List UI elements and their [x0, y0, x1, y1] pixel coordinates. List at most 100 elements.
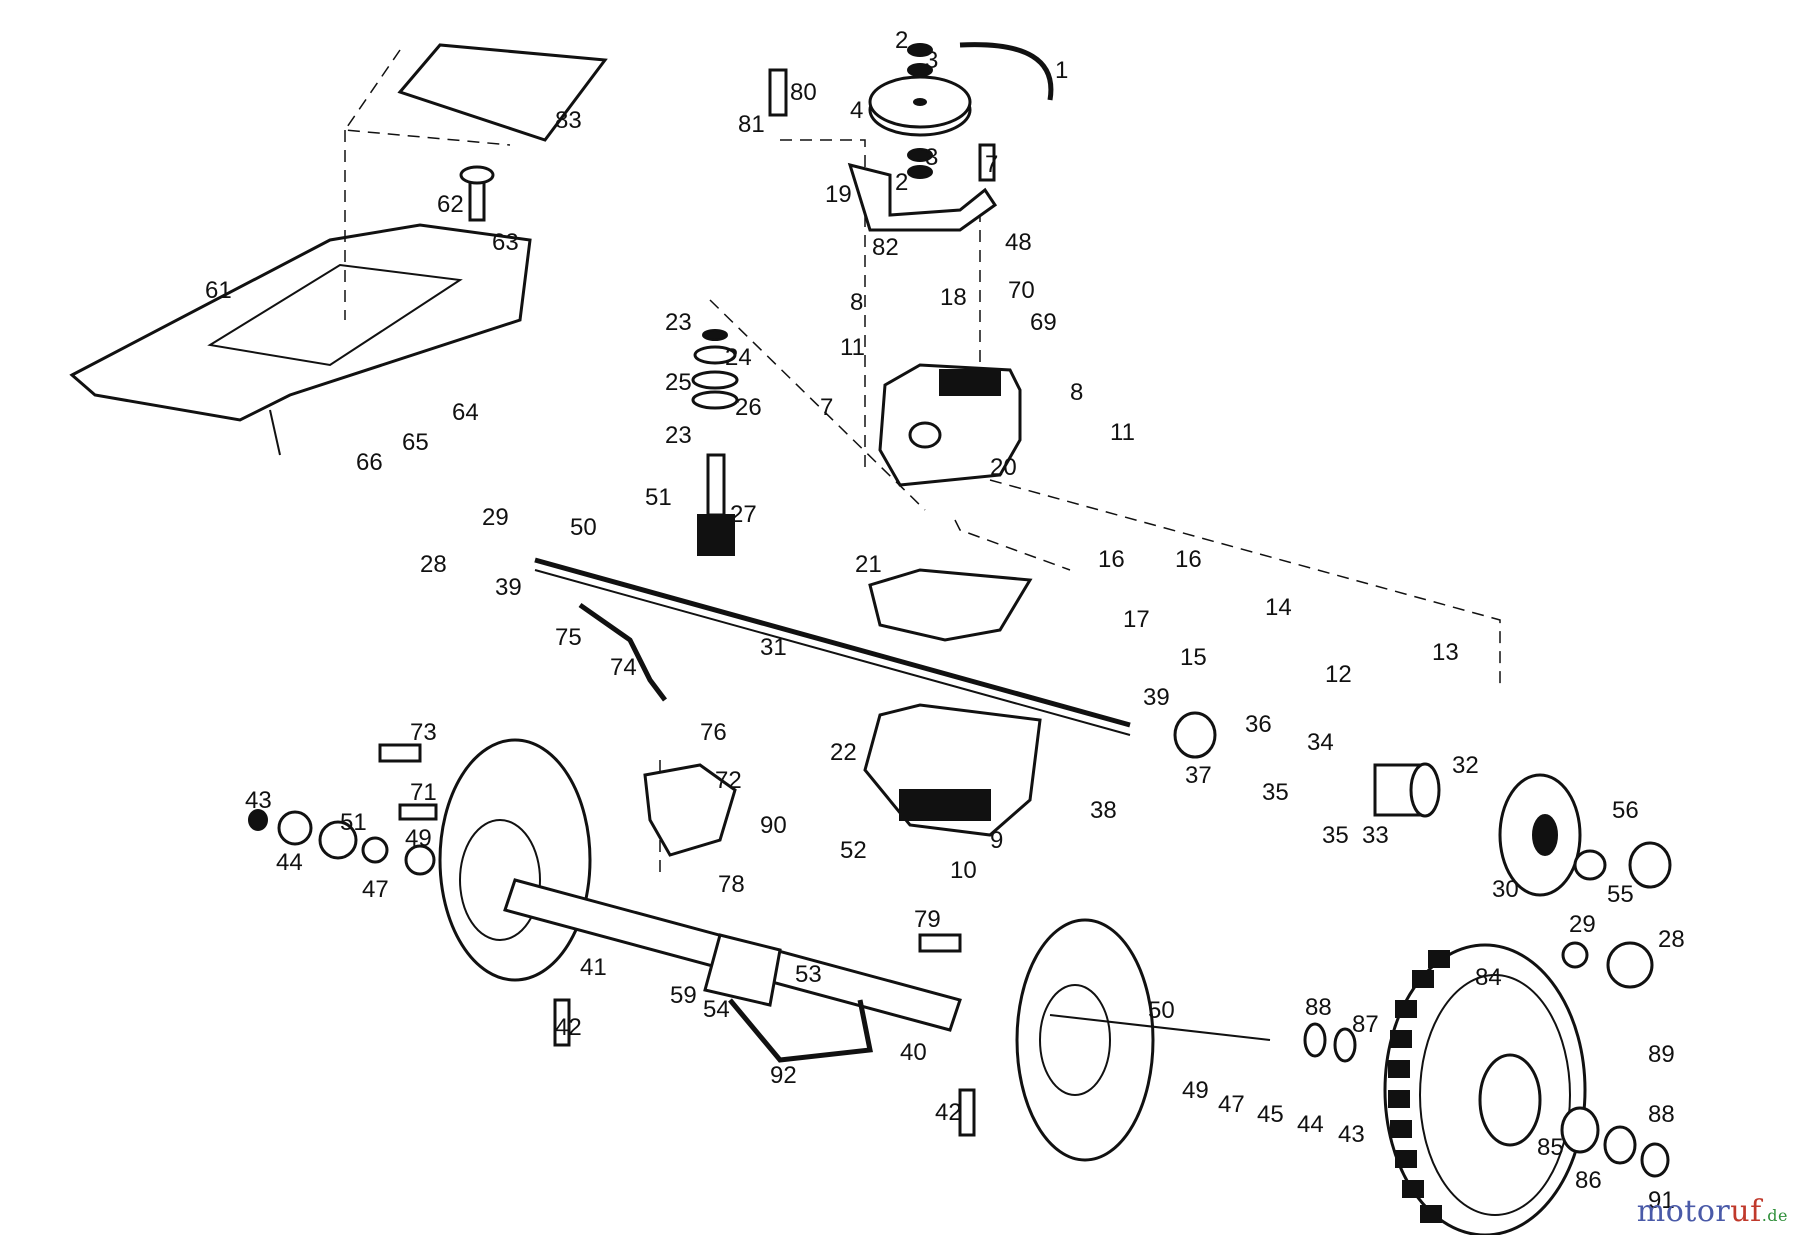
part-number-label: 25 [665, 369, 692, 396]
part-number-label: 65 [402, 429, 429, 456]
part-number-label: 50 [570, 514, 597, 541]
part-number-label: 1 [1055, 57, 1068, 84]
part-number-label: 24 [725, 344, 752, 371]
part-number-label: 69 [1030, 309, 1057, 336]
part-number-label: 52 [840, 837, 867, 864]
part-number-label: 73 [410, 719, 437, 746]
part-number-label: 23 [665, 309, 692, 336]
part-number-label: 62 [437, 191, 464, 218]
part-number-label: 21 [855, 551, 882, 578]
part-number-label: 66 [356, 449, 383, 476]
part-number-label: 18 [940, 284, 967, 311]
part-number-label: 29 [1569, 911, 1596, 938]
catcher-lid-shape [397, 43, 608, 142]
part-number-label: 47 [1218, 1091, 1245, 1118]
gasket-shape [868, 568, 1033, 642]
part-number-label: 43 [1338, 1121, 1365, 1148]
part-number-label: 35 [1262, 779, 1289, 806]
part-number-label: 14 [1265, 594, 1292, 621]
part-number-label: 59 [670, 982, 697, 1009]
part-number-label: 48 [1005, 229, 1032, 256]
part-number-label: 2 [895, 27, 908, 54]
part-number-label: 56 [1612, 797, 1639, 824]
drive-shaft-line [534, 557, 1131, 728]
part-number-label: 71 [410, 779, 437, 806]
part-number-label: 27 [730, 501, 757, 528]
part-number-label: 41 [580, 954, 607, 981]
part-number-label: 91 [1648, 1187, 1675, 1214]
part-number-label: 2 [895, 169, 908, 196]
part-number-label: 13 [1432, 639, 1459, 666]
part-number-label: 63 [492, 229, 519, 256]
part-number-label: 17 [1123, 606, 1150, 633]
part-number-label: 10 [950, 857, 977, 884]
watermark-part-2: uf [1730, 1194, 1762, 1229]
watermark-part-1: motor [1636, 1194, 1731, 1229]
part-number-label: 39 [495, 574, 522, 601]
part-number-label: 22 [830, 739, 857, 766]
part-number-label: 64 [452, 399, 479, 426]
part-number-label: 20 [990, 454, 1017, 481]
part-number-label: 32 [1452, 752, 1479, 779]
part-number-label: 53 [795, 961, 822, 988]
part-number-label: 51 [340, 809, 367, 836]
bracket-shape [847, 162, 998, 232]
part-number-label: 16 [1175, 546, 1202, 573]
part-number-label: 43 [245, 787, 272, 814]
part-number-label: 79 [914, 906, 941, 933]
part-number-label: 90 [760, 812, 787, 839]
part-number-label: 92 [770, 1062, 797, 1089]
part-number-label: 31 [760, 634, 787, 661]
part-number-label: 42 [935, 1099, 962, 1126]
part-number-label: 4 [850, 97, 863, 124]
part-number-label: 50 [1148, 997, 1175, 1024]
part-number-label: 30 [1492, 876, 1519, 903]
tyre-tread [1388, 950, 1450, 1223]
part-number-label: 40 [900, 1039, 927, 1066]
part-number-label: 11 [840, 334, 865, 361]
part-number-label: 78 [718, 871, 745, 898]
parts-drawing [69, 42, 1672, 1235]
part-number-label: 9 [990, 827, 1003, 854]
part-number-label: 89 [1648, 1041, 1675, 1068]
part-number-label: 19 [825, 181, 852, 208]
part-number-label: 39 [1143, 684, 1170, 711]
part-number-label: 55 [1607, 881, 1634, 908]
rear-cover-shape [69, 223, 532, 422]
part-number-label: 81 [738, 111, 765, 138]
part-number-label: 61 [205, 277, 232, 304]
part-number-label: 11 [1110, 419, 1135, 446]
part-number-label: 16 [1098, 546, 1125, 573]
part-number-label: 84 [1475, 964, 1502, 991]
part-number-label: 49 [405, 825, 432, 852]
part-number-label: 28 [420, 551, 447, 578]
watermark-part-3: .de [1761, 1206, 1788, 1225]
part-number-label: 23 [665, 422, 692, 449]
part-number-label: 70 [1008, 277, 1035, 304]
part-number-label: 37 [1185, 762, 1212, 789]
part-number-label: 29 [482, 504, 509, 531]
part-number-label: 88 [1305, 994, 1332, 1021]
rear-cover-recess [207, 263, 463, 367]
part-number-label: 85 [1537, 1134, 1564, 1161]
part-number-label: 88 [1648, 1101, 1675, 1128]
part-number-label: 7 [820, 394, 833, 421]
watermark-logo: motoruf.de [1637, 1194, 1788, 1229]
part-number-label: 7 [985, 151, 998, 178]
part-number-label: 8 [850, 289, 863, 316]
part-number-label: 26 [735, 394, 762, 421]
part-number-label: 34 [1307, 729, 1334, 756]
part-number-label: 76 [700, 719, 727, 746]
part-number-label: 45 [1257, 1101, 1284, 1128]
part-number-label: 36 [1245, 711, 1272, 738]
part-number-label: 42 [555, 1014, 582, 1041]
right-wheel-shape [1015, 918, 1155, 1162]
part-number-label: 87 [1352, 1011, 1379, 1038]
part-number-label: 86 [1575, 1167, 1602, 1194]
part-number-label: 47 [362, 876, 389, 903]
part-number-label: 8 [1070, 379, 1083, 406]
part-number-label: 35 [1322, 822, 1349, 849]
part-number-label: 28 [1658, 926, 1685, 953]
part-number-label: 3 [925, 47, 938, 74]
